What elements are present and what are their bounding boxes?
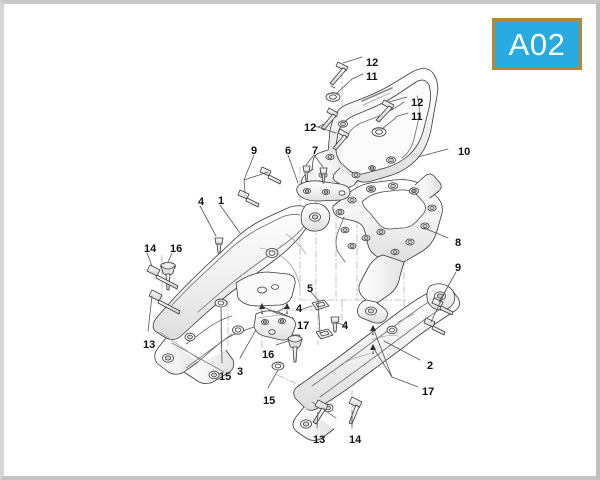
callout-link-plate-bracket: 6 (285, 145, 292, 157)
callout-bolt-pair-right: 9 (455, 262, 462, 274)
callout-screw-upper-left: 4 (198, 196, 205, 208)
part-16-screw-right (287, 335, 303, 363)
callout-screw-center: 4 (296, 303, 303, 315)
part-5-clip-left (311, 299, 330, 311)
part-12-bolt-left-lower (332, 128, 350, 151)
callout-rack-bolt-top: 12 (366, 57, 379, 69)
part-15-nut-left (214, 298, 228, 308)
part-14-bolt-left (146, 264, 179, 290)
diagram-code-label: A02 (508, 26, 566, 62)
part-7-screws (302, 165, 328, 184)
callout-bracket-screws: 7 (312, 145, 319, 157)
part-4-screw-right (330, 316, 340, 333)
part-14-bolt-bottom (348, 396, 363, 425)
part-12-bolt-mid (375, 99, 395, 123)
callout-screw-right: 4 (342, 320, 349, 332)
part-12-bolt-top (329, 61, 349, 89)
part-2-right-spar (292, 283, 460, 441)
callout-bolt-lower-right: 13 (313, 434, 326, 446)
part-3-bracket-plate (253, 310, 296, 341)
callout-marker-arrows-right: 17 (422, 386, 435, 398)
part-10-rear-rack (301, 68, 439, 197)
part-9-bolts-right (423, 297, 454, 336)
part-4-screw-left (214, 237, 224, 254)
part-11-washer-mid (371, 127, 387, 137)
callout-rack-bolt-left-pair: 12 (304, 122, 317, 134)
callout-screw-collar-left: 16 (170, 243, 183, 255)
callout-screw-collar-right: 16 (262, 349, 275, 361)
callout-rear-luggage-rack: 10 (458, 146, 471, 158)
part-13-bolt-bottom (312, 399, 329, 425)
part-12-bolt-left-upper (320, 107, 339, 131)
callout-nut-right: 15 (263, 395, 276, 407)
callout-cable-clip: 5 (307, 283, 314, 295)
callout-lower-bracket-plate: 3 (237, 366, 244, 378)
callout-bolt-lower-left: 13 (143, 339, 156, 351)
part-5-clip-right (315, 328, 334, 340)
diagram-code-badge: A02 (492, 18, 582, 70)
part-1-left-spar (152, 202, 331, 384)
callout-marker-arrows-center: 17 (297, 320, 310, 332)
part-8-main-frame (332, 173, 443, 324)
callout-bolt-pair-left: 9 (251, 145, 258, 157)
callout-washer-lower: 11 (411, 111, 423, 123)
part-9-bolts-left (237, 166, 282, 208)
leader-lines (146, 56, 457, 429)
callout-left-frame-spar: 1 (218, 195, 225, 207)
part-16-screw-left (160, 261, 176, 291)
part-6-link-plate (296, 180, 351, 202)
callout-bolt-mid-right: 14 (349, 434, 362, 446)
callout-rack-bolt-mid: 12 (411, 97, 424, 109)
callout-bolt-mid-left: 14 (144, 243, 157, 255)
part-11-washer-top (325, 92, 341, 102)
part-15-nut-right (271, 361, 285, 371)
callout-main-frame-body: 8 (455, 237, 462, 249)
callout-washer-upper: 11 (366, 71, 378, 83)
callout-nut-left: 15 (219, 371, 232, 383)
callout-right-frame-spar: 2 (427, 360, 434, 372)
part-13-bolt-left (148, 289, 181, 315)
